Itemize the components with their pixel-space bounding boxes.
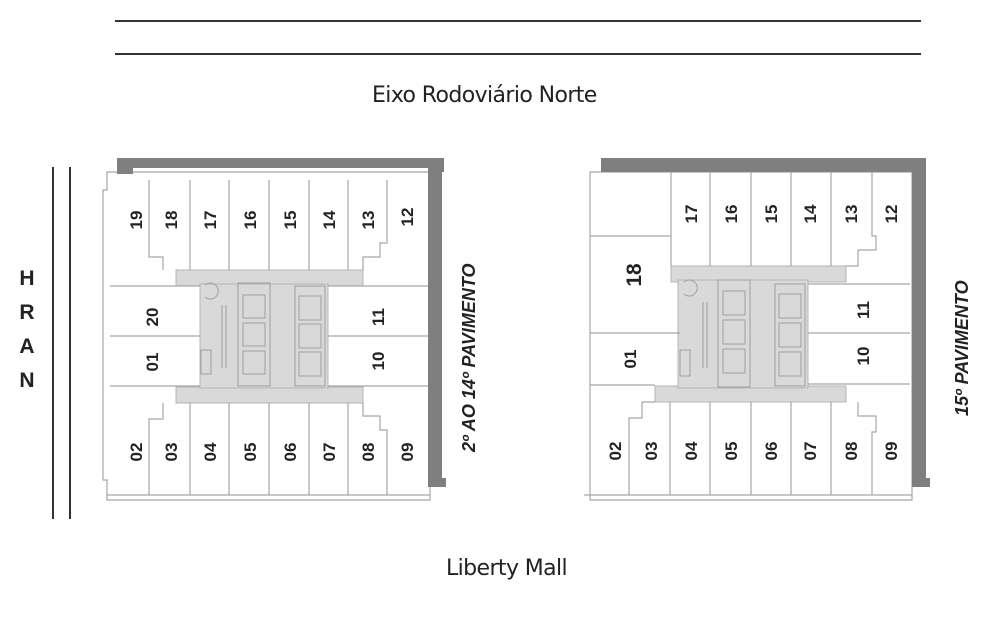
- unit-number: 13: [359, 211, 378, 230]
- unit-number: 04: [201, 442, 220, 461]
- unit-number: 05: [241, 443, 260, 462]
- unit-number-large: 18: [623, 263, 646, 287]
- unit-number: 15: [281, 211, 300, 230]
- unit-number: 12: [882, 205, 901, 224]
- unit-labels: 19 18 17 16 15 14 13 12 20 01 11 10 02 0…: [127, 208, 417, 462]
- core-details: [679, 279, 806, 388]
- street-letter: A: [19, 335, 35, 358]
- unit-number: 19: [127, 211, 146, 230]
- unit-number: 11: [369, 308, 388, 326]
- unit-number: 11: [854, 301, 873, 319]
- unit-number: 12: [398, 208, 417, 227]
- unit-number: 14: [801, 204, 820, 223]
- street-letter: N: [19, 369, 35, 392]
- unit-number: 17: [682, 205, 701, 224]
- floor-label-15th: 15º PAVIMENTO: [952, 280, 972, 416]
- street-letter: R: [19, 301, 35, 324]
- street-letter: H: [19, 267, 35, 290]
- unit-labels: 17 16 15 14 13 12 18 01 11 10 02 03 04 0…: [606, 204, 901, 460]
- unit-number: 13: [842, 205, 861, 224]
- unit-number: 15: [762, 205, 781, 224]
- service-core: [654, 265, 847, 403]
- unit-number: 20: [143, 308, 162, 327]
- unit-number: 16: [241, 211, 260, 230]
- unit-number: 05: [722, 442, 741, 461]
- unit-number: 03: [642, 442, 661, 461]
- core-details: [200, 282, 326, 387]
- unit-number: 04: [682, 441, 701, 460]
- unit-number: 07: [320, 443, 339, 462]
- street-label-top: Eixo Rodoviário Norte: [372, 83, 597, 108]
- unit-number: 03: [162, 443, 181, 462]
- unit-number: 08: [842, 442, 861, 461]
- unit-number: 16: [722, 205, 741, 224]
- unit-number: 06: [281, 443, 300, 462]
- unit-number: 14: [320, 210, 339, 229]
- unit-number: 07: [801, 442, 820, 461]
- unit-number: 09: [882, 442, 901, 461]
- street-label-bottom: Liberty Mall: [446, 556, 568, 581]
- unit-number: 17: [201, 211, 220, 230]
- unit-number: 08: [359, 443, 378, 462]
- unit-number: 01: [143, 353, 162, 372]
- unit-number: 18: [162, 211, 181, 230]
- road-line-left-1: [52, 167, 54, 519]
- unit-number: 06: [762, 442, 781, 461]
- unit-number: 10: [854, 347, 873, 366]
- road-line-left-2: [69, 167, 71, 519]
- unit-number: 02: [127, 443, 146, 462]
- exterior-wall: [117, 158, 446, 487]
- street-label-left: H R A N: [18, 262, 36, 398]
- unit-number: 02: [606, 442, 625, 461]
- unit-number: 01: [621, 350, 640, 369]
- unit-number: 10: [369, 352, 388, 371]
- road-line-top-2: [115, 53, 921, 55]
- road-line-top-1: [115, 20, 921, 22]
- exterior-wall: [601, 158, 930, 487]
- unit-number: 09: [398, 443, 417, 462]
